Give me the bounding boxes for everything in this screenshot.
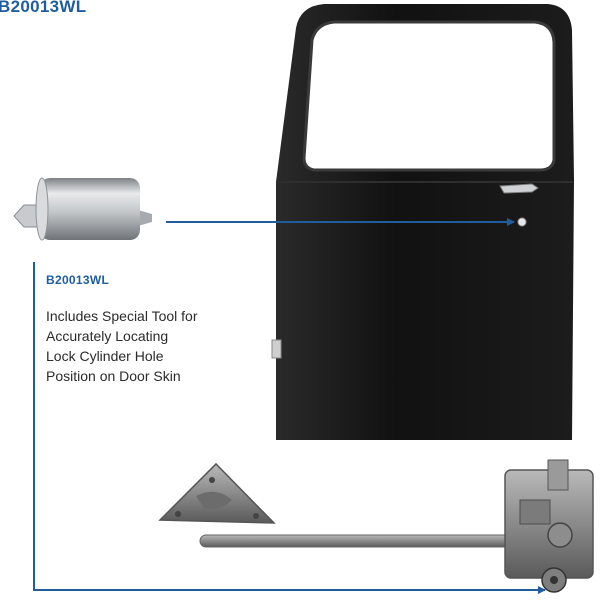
description-line: Position on Door Skin <box>46 368 181 384</box>
caption-to-regulator-arrow <box>33 262 546 594</box>
description-line: Accurately Locating <box>46 328 169 344</box>
description-line: Lock Cylinder Hole <box>46 348 164 364</box>
description-line: Includes Special Tool for <box>46 308 198 324</box>
callout-part-number: B20013WL <box>46 273 110 287</box>
window-regulator-image <box>158 459 594 593</box>
product-title: B20013WL <box>0 0 87 16</box>
callout-description: Includes Special Tool for Accurately Loc… <box>46 306 266 386</box>
special-tool-image <box>13 177 152 241</box>
